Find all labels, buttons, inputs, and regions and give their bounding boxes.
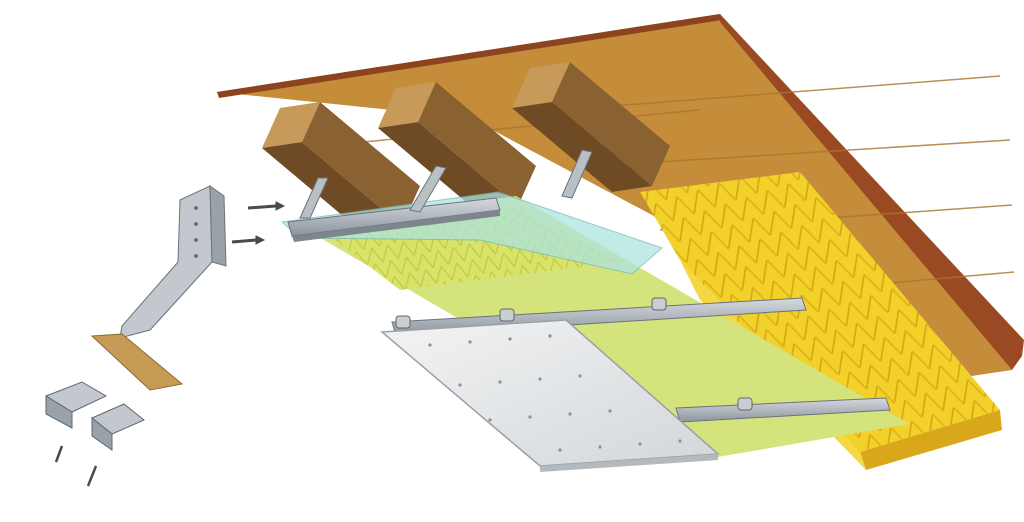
- gypsum-board: [380, 319, 720, 472]
- joist-3: [512, 62, 670, 192]
- board-screw-dots: [428, 334, 682, 452]
- channel-clips: [395, 297, 753, 411]
- clip-2: [499, 308, 515, 322]
- clip-4: [737, 397, 753, 411]
- clip-bracket-b: [91, 403, 145, 451]
- joists: [262, 62, 670, 232]
- joist-1: [262, 102, 420, 232]
- screw-2: [231, 235, 266, 245]
- screw-1: [247, 201, 286, 211]
- channel-bottom: [675, 397, 891, 423]
- channel-top: [287, 197, 501, 242]
- clip-3: [651, 297, 667, 311]
- plywood-strip: [90, 333, 184, 391]
- screws: [54, 201, 286, 487]
- hanger-3: [561, 149, 593, 199]
- clip-1: [395, 315, 411, 329]
- joist-2: [378, 82, 536, 212]
- exploded-hanger-bracket: [119, 185, 227, 339]
- clip-bracket-a: [44, 381, 108, 429]
- screw-4: [86, 465, 98, 487]
- hangers: [299, 149, 593, 219]
- hanger-1: [299, 177, 329, 219]
- screw-3: [54, 445, 64, 463]
- hanger-2: [409, 165, 447, 213]
